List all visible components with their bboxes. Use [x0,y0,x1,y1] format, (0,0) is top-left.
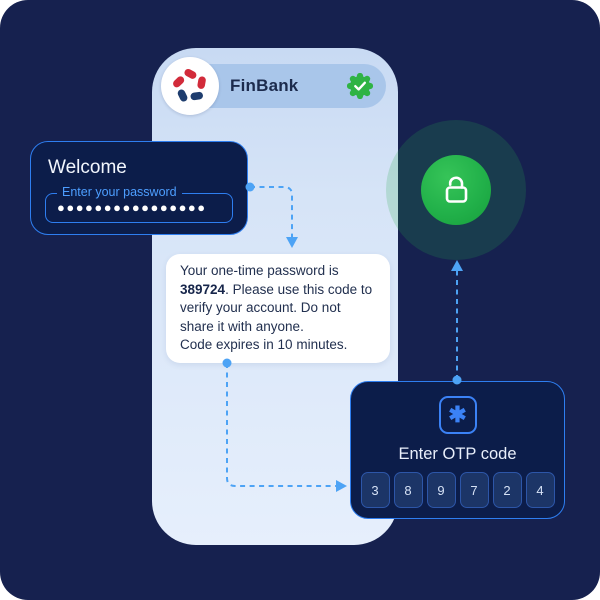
verified-badge-icon [346,72,374,100]
asterisk-icon: ✱ [438,396,477,434]
brand-name: FinBank [230,76,299,95]
otp-digit-box[interactable]: 9 [426,472,456,508]
unlock-status [421,155,491,225]
otp-card-title: Enter OTP code [398,445,517,463]
otp-digit-box[interactable]: 3 [360,472,390,508]
otp-digit-box[interactable]: 7 [459,472,489,508]
otp-message-bubble: Your one-time password is 389724. Please… [166,254,390,363]
pinwheel-logo-icon [173,68,206,102]
otp-code: 389724 [180,281,226,297]
welcome-title: Welcome [48,157,127,178]
welcome-card: Welcome Enter your password ●●●●●●●●●●●●… [30,141,248,235]
otp-digit-box[interactable]: 2 [492,472,522,508]
otp-digit-box[interactable]: 8 [393,472,423,508]
app-header: FinBank [161,57,386,115]
otp-card: ✱ Enter OTP code 3 8 9 7 2 4 [350,381,565,519]
otp-message-text: Your one-time password is 389724. Please… [180,263,373,352]
otp-digit-box[interactable]: 4 [525,472,555,508]
lock-open-icon [445,176,468,203]
otp-digit-row: 3 8 9 7 2 4 [360,472,555,508]
password-label: Enter your password [57,185,182,199]
password-masked-value: ●●●●●●●●●●●●●●●● [57,200,207,215]
finbank-logo [161,57,219,115]
password-input[interactable]: Enter your password ●●●●●●●●●●●●●●●● [45,185,233,223]
otp-expiry: Code expires in 10 minutes. [180,337,348,352]
